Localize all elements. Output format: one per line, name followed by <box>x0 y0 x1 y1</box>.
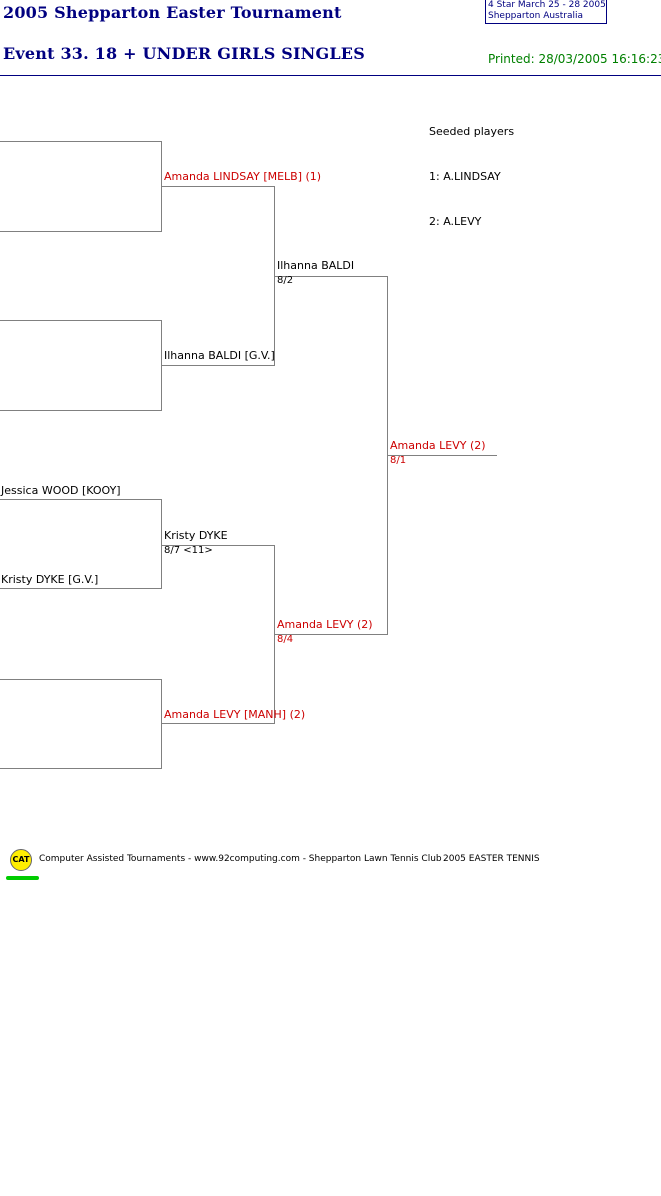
sf-score-levy: 8/4 <box>277 634 294 645</box>
r1-m1-top-line <box>0 141 161 142</box>
r1-m4-top-line <box>0 679 161 680</box>
r1-m2-bottom-line <box>0 410 161 411</box>
r2-line-3 <box>162 545 274 546</box>
info-line-location: Shepparton Australia <box>488 11 584 21</box>
r1-m1-bottom-line <box>0 231 161 232</box>
r2-player-lindsay: Amanda LINDSAY [MELB] (1) <box>164 170 322 183</box>
sf-score-baldi: 8/2 <box>277 275 294 286</box>
seed-1: 1: A.LINDSAY <box>429 170 501 183</box>
cat-logo-underline <box>6 876 39 880</box>
printed-timestamp: Printed: 28/03/2005 16:16:23 <box>488 52 661 66</box>
r2-score-dyke: 8/7 <11> <box>164 545 213 556</box>
tournament-title: 2005 Shepparton Easter Tournament <box>3 3 342 22</box>
r1-m3-top-line <box>0 499 161 500</box>
r2-line-4 <box>162 723 274 724</box>
sf-player-baldi: Ilhanna BALDI <box>277 259 355 272</box>
r2-player-dyke: Kristy DYKE <box>164 529 228 542</box>
tournament-info-box: 4 Star March 25 - 28 2005 Shepparton Aus… <box>485 0 607 24</box>
final-line <box>388 455 497 456</box>
r2-player-levy: Amanda LEVY [MANH] (2) <box>164 708 306 721</box>
footer-event-name: 2005 EASTER TENNIS <box>443 854 540 864</box>
header-divider <box>0 75 661 76</box>
sf-line-top <box>275 276 387 277</box>
cat-logo-icon: CAT <box>10 849 32 871</box>
final-winner: Amanda LEVY (2) <box>390 439 486 452</box>
r2-connector-top <box>274 186 275 366</box>
r2-player-baldi: Ilhanna BALDI [G.V.] <box>164 349 275 362</box>
final-score: 8/1 <box>390 455 407 466</box>
r3-top-player: Jessica WOOD [KOOY] <box>1 484 121 497</box>
r1-m2-connector <box>161 320 162 411</box>
seed-2: 2: A.LEVY <box>429 215 482 228</box>
sf-connector <box>387 276 388 635</box>
seeded-players-heading: Seeded players <box>429 125 515 138</box>
r2-connector-bottom <box>274 545 275 724</box>
event-title: Event 33. 18 + UNDER GIRLS SINGLES <box>3 44 365 63</box>
sf-player-levy: Amanda LEVY (2) <box>277 618 373 631</box>
r2-line-1 <box>162 186 274 187</box>
r1-m4-connector <box>161 679 162 769</box>
r2-line-2 <box>162 365 274 366</box>
info-line-rating-dates: 4 Star March 25 - 28 2005 <box>488 0 606 10</box>
r1-m3-bottom-line <box>0 588 161 589</box>
r1-m3-connector <box>161 499 162 589</box>
r1-m4-bottom-line <box>0 768 161 769</box>
r1-m1-connector <box>161 141 162 232</box>
sf-line-bottom <box>275 634 387 635</box>
r1-m2-top-line <box>0 320 161 321</box>
r3-bottom-player: Kristy DYKE [G.V.] <box>1 573 99 586</box>
footer-credits: Computer Assisted Tournaments - www.92co… <box>39 854 442 864</box>
